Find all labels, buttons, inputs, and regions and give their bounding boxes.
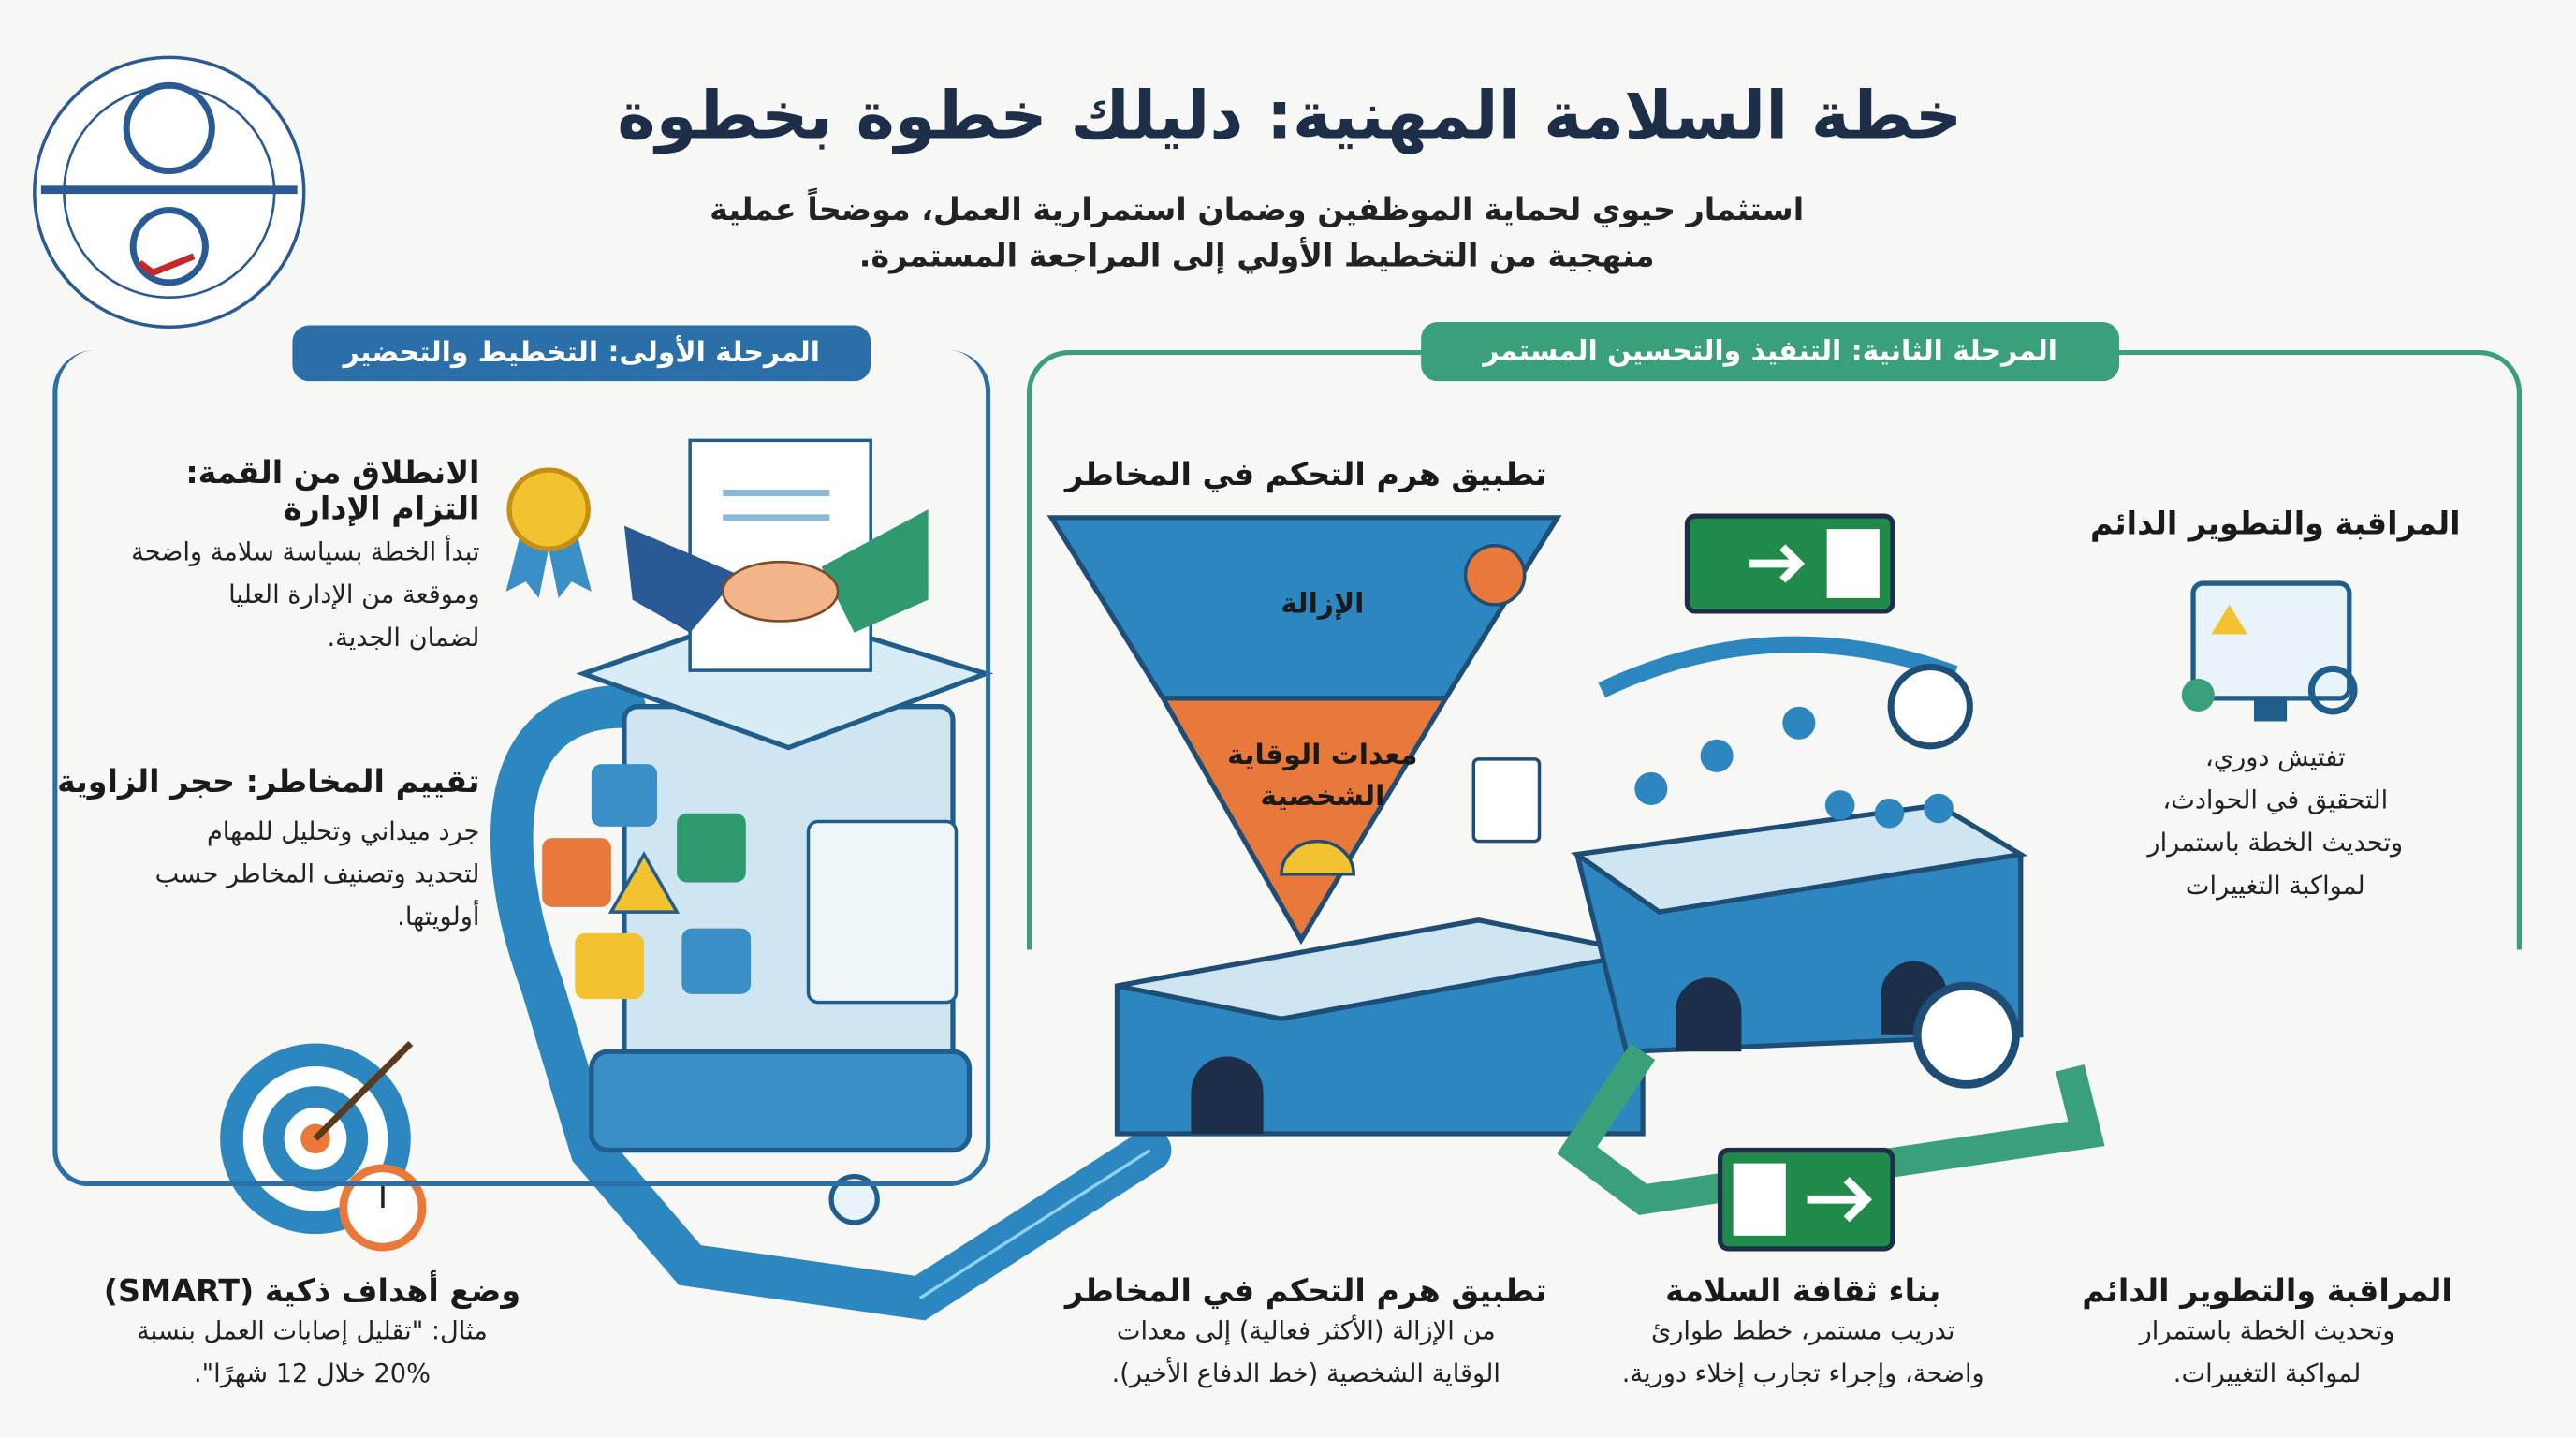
caption-body: 20% خلال 12 شهرًا". [193, 1358, 431, 1389]
caption-body: تدريب مستمر، خطط طوارئ [1650, 1315, 1955, 1346]
caption-smart-goals: وضع أهداف ذكية (SMART) مثال: "تقليل إصاب… [66, 1273, 559, 1395]
award-medal-icon [505, 467, 592, 598]
phase2-badge: المرحلة الثانية: التنفيذ والتحسين المستم… [1421, 321, 2120, 382]
caption-body: مثال: "تقليل إصابات العمل بنسبة [137, 1315, 488, 1346]
caption-title: وضع أهداف ذكية (SMART) [103, 1273, 521, 1310]
step-body: تفتيش دوري، [2205, 742, 2346, 772]
subtitle-line: استثمار حيوي لحماية الموظفين وضمان استمر… [710, 192, 1805, 228]
step-body: جرد ميداني وتحليل للمهام [206, 816, 480, 846]
stopwatch-icon [1887, 664, 1973, 750]
monitoring-dashboard-icon [2181, 580, 2358, 722]
step-body: وموقعة من الإدارة العليا [228, 580, 480, 610]
caption-title: المراقبة والتطوير الدائم [2082, 1273, 2452, 1310]
caption-control-hierarchy: تطبيق هرم التحكم في المخاطر من الإزالة (… [1051, 1273, 1560, 1395]
stopwatch-icon [1912, 981, 2020, 1089]
caption-body: من الإزالة (الأكثر فعالية) إلى معدات [1116, 1315, 1496, 1346]
step-body: لمواكبة التغييرات [2185, 871, 2365, 901]
page-title: خطة السلامة المهنية: دليلك خطوة بخطوة [617, 79, 1963, 154]
step-title: تقييم المخاطر: حجر الزاوية [56, 764, 480, 800]
pyramid-title: تطبيق هرم التحكم في المخاطر [1064, 456, 1547, 493]
caption-safety-culture: بناء ثقافة السلامة تدريب مستمر، خطط طوار… [1577, 1273, 2029, 1395]
caption-body: واضحة، وإجراء تجارب إخلاء دورية. [1621, 1358, 1984, 1389]
pyramid-level-elimination: الإزالة [1281, 588, 1365, 622]
step-body: وتحديث الخطة باستمرار [2147, 828, 2404, 858]
control-hierarchy-pyramid [1046, 515, 1562, 946]
caption-title: بناء ثقافة السلامة [1665, 1273, 1941, 1310]
step-management-commitment: الانطلاق من القمة: التزام الإدارة تبدأ ا… [52, 455, 479, 659]
step-title: الانطلاق من القمة: [185, 455, 480, 492]
subtitle-line: منهجية من التخطيط الأولي إلى المراجعة ال… [858, 238, 1655, 275]
clipboard-icon [1471, 757, 1542, 844]
step-body: لضمان الجدية. [327, 623, 480, 653]
caption-body: الوقاية الشخصية (خط الدفاع الأخير). [1111, 1358, 1500, 1389]
caption-title: تطبيق هرم التحكم في المخاطر [1064, 1273, 1547, 1310]
management-pillar [542, 438, 994, 1153]
phase1-badge: المرحلة الأولى: التخطيط والتحضير [292, 325, 871, 382]
company-logo [33, 55, 306, 330]
phase1-frame [52, 349, 991, 1187]
pyramid-level-ppe: معدات الوقاية [1227, 739, 1418, 772]
pyramid-level-ppe: الشخصية [1260, 780, 1385, 814]
step-body: التحقيق في الحوادث، [2162, 785, 2389, 815]
step-risk-assessment: تقييم المخاطر: حجر الزاوية جرد ميداني وت… [52, 764, 479, 938]
caption-body: وتحديث الخطة باستمرار [2139, 1315, 2395, 1346]
exit-sign-icon [1684, 513, 1895, 614]
caption-monitoring: المراقبة والتطوير الدائم وتحديث الخطة با… [2062, 1273, 2473, 1395]
exit-sign-icon [1717, 1147, 1895, 1252]
magnifier-icon [828, 1174, 880, 1225]
step-body: تبدأ الخطة بسياسة سلامة واضحة [131, 536, 480, 567]
caption-body: لمواكبة التغييرات. [2173, 1358, 2362, 1389]
step-body: أولويتها. [397, 902, 480, 932]
tunnel-platform [1114, 636, 2105, 1215]
step-body: لتحديد وتصنيف المخاطر حسب [154, 858, 480, 889]
hard-hat-icon [1280, 839, 1355, 876]
monitoring-block: المراقبة والتطوير الدائم تفتيش دوري، الت… [2078, 506, 2472, 907]
elimination-x-icon [1463, 543, 1527, 607]
step-title: المراقبة والتطوير الدائم [2089, 506, 2461, 543]
step-title: التزام الإدارة [284, 491, 480, 528]
